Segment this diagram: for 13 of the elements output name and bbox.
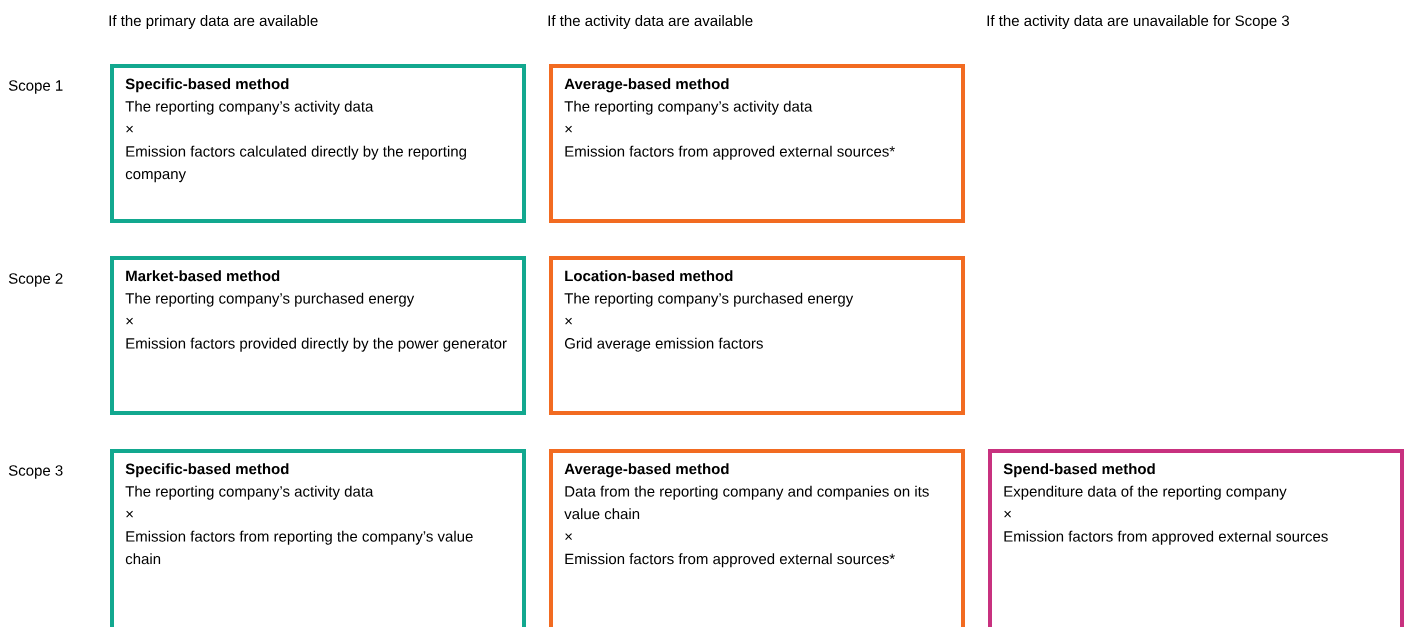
method-box: Average-based method Data from the reporting company and companies on its value chain × Emission factors from approved external sources*	[549, 449, 965, 627]
method-box: Location-based method The reporting company’s purchased energy × Grid average emission factors	[549, 256, 965, 415]
method-box: Market-based method The reporting company’s purchased energy × Emission factors provided directly by the power generator	[110, 256, 526, 415]
row-label: Scope 2	[8, 273, 63, 287]
column-heading: If the activity data are available	[548, 15, 753, 29]
row-label: Scope 1	[8, 80, 63, 94]
row-label: Scope 3	[8, 465, 63, 479]
method-box: Specific-based method The reporting company’s activity data × Emission factors calculated directly by the reporting company	[110, 64, 526, 223]
method-box: Average-based method The reporting company’s activity data × Emission factors from approved external sources*	[549, 64, 965, 223]
column-heading: If the activity data are unavailable for Scope 3	[987, 15, 1289, 29]
method-box: Specific-based method The reporting company’s activity data × Emission factors from reporting the company’s value chain	[110, 449, 526, 627]
method-box: Spend-based method Expenditure data of the reporting company × Emission factors from approved external sources	[988, 449, 1404, 627]
column-heading: If the primary data are available	[109, 15, 318, 29]
